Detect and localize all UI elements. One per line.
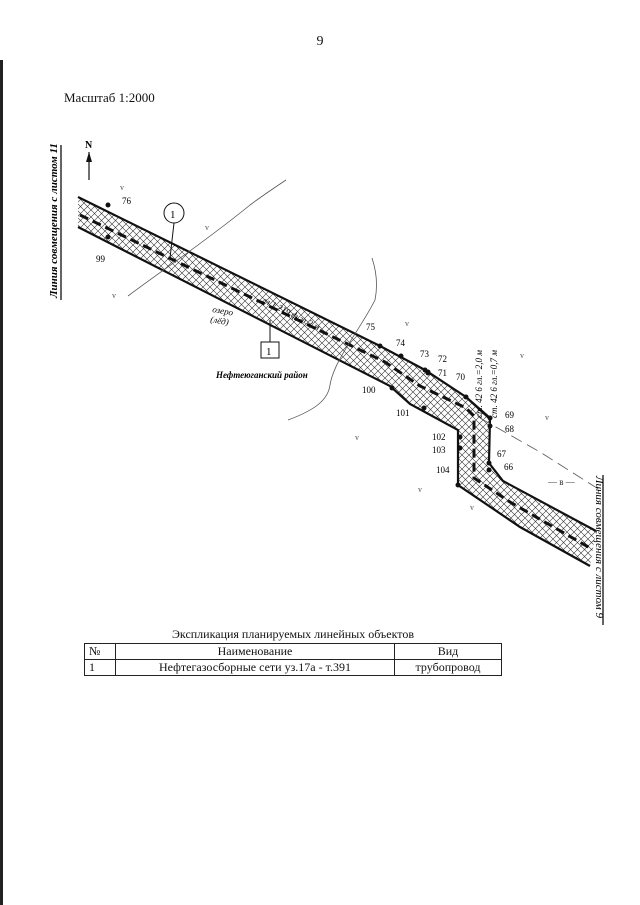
svg-text:v: v	[520, 351, 524, 360]
survey-point-104	[455, 482, 461, 488]
svg-text:v: v	[405, 319, 409, 328]
survey-point-70	[463, 394, 469, 400]
match-line-right: Линия совмещения с листом 9	[593, 475, 605, 618]
survey-point-label-101: 101	[396, 408, 410, 418]
survey-point-label-102: 102	[432, 432, 446, 442]
survey-point-label-69: 69	[505, 410, 515, 420]
survey-point-102	[457, 434, 463, 440]
survey-point-71	[425, 370, 431, 376]
north-arrow: N	[85, 140, 93, 180]
svg-text:v: v	[120, 183, 124, 192]
legend-table: № Наименование Вид 1 Нефтегазосборные се…	[84, 643, 502, 676]
survey-point-label-67: 67	[497, 449, 507, 459]
survey-point-label-76: 76	[122, 196, 132, 206]
legend-cell-number: 1	[84, 659, 116, 676]
lake-label-sub: (лёд)	[210, 314, 230, 327]
survey-point-label-74: 74	[396, 338, 406, 348]
survey-point-label-75: 75	[366, 322, 376, 332]
legend-title: Экспликация планируемых линейных объекто…	[171, 627, 415, 641]
svg-text:v: v	[545, 413, 549, 422]
survey-point-66	[486, 467, 492, 473]
survey-point-label-103: 103	[432, 445, 446, 455]
note-top: ст. 42 6 гл.=2,0 м	[474, 350, 484, 418]
terrain-marks: v v v v v v v v v	[112, 183, 549, 512]
callout-square: 1	[266, 346, 272, 358]
pipeline-axis	[79, 213, 591, 550]
survey-point-76	[105, 202, 111, 208]
svg-text:v: v	[355, 433, 359, 442]
survey-point-label-73: 73	[420, 349, 430, 359]
survey-point-label-100: 100	[362, 385, 376, 395]
legend-header-name: Наименование	[115, 643, 395, 660]
survey-points: 76 99 75 74 73 72 71 70 100 101 69 68 102 103 67 66 104	[96, 196, 515, 488]
survey-point-label-70: 70	[456, 372, 466, 382]
survey-point-68	[487, 423, 493, 429]
svg-text:N: N	[85, 140, 93, 151]
survey-point-label-99: 99	[96, 254, 106, 264]
survey-point-label-71: 71	[438, 368, 447, 378]
table-row: 1 Нефтегазосборные сети уз.17а - т.391 т…	[84, 659, 502, 676]
svg-text:— в —: — в —	[547, 477, 576, 487]
page-edge-bar	[0, 60, 3, 905]
legend-header-row: № Наименование Вид	[84, 643, 502, 660]
survey-point-67	[486, 460, 492, 466]
district-label: Нефтеюганский район	[215, 370, 308, 380]
survey-point-99	[105, 234, 111, 240]
survey-point-69	[487, 415, 493, 421]
survey-point-100	[389, 385, 395, 391]
svg-text:v: v	[112, 291, 116, 300]
survey-point-label-66: 66	[504, 462, 514, 472]
legend-cell-type: трубопровод	[394, 659, 502, 676]
legend: Экспликация планируемых линейных объекто…	[84, 627, 502, 676]
legend-header-number: №	[84, 643, 116, 660]
page-number: 9	[316, 34, 324, 49]
note-bottom: ст. 42 6 гл.=0,7 м	[489, 350, 499, 418]
corridor-border-top	[77, 196, 597, 532]
lake-shoreline-lower	[287, 257, 377, 421]
existing-line	[479, 417, 601, 491]
corridor-border-bottom	[77, 226, 591, 567]
lake-shoreline	[127, 179, 287, 297]
scale-label: Масштаб 1:2000	[64, 90, 155, 105]
survey-point-label-68: 68	[505, 424, 515, 434]
survey-point-74	[398, 353, 404, 359]
svg-text:v: v	[205, 223, 209, 232]
legend-header-type: Вид	[394, 643, 502, 660]
corridor-area	[78, 197, 596, 566]
survey-point-label-104: 104	[436, 465, 450, 475]
match-line-left: Линия совмещения с листом 11	[48, 143, 60, 299]
survey-point-75	[377, 343, 383, 349]
svg-text:v: v	[470, 503, 474, 512]
lake-label: озеро	[212, 304, 235, 318]
survey-point-103	[457, 445, 463, 451]
svg-text:v: v	[418, 485, 422, 494]
survey-point-label-72: 72	[438, 354, 447, 364]
legend-cell-name: Нефтегазосборные сети уз.17а - т.391	[115, 659, 395, 676]
callout-circle: 1	[170, 209, 176, 221]
survey-point-101	[421, 405, 427, 411]
